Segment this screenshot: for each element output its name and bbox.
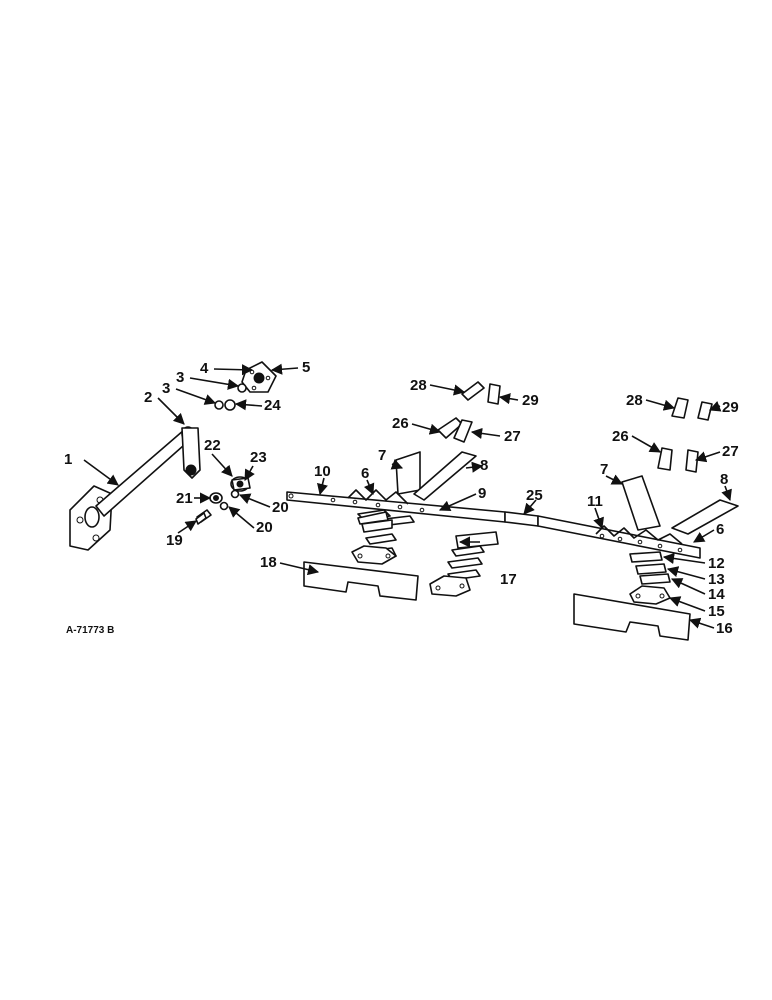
callout-28-left: 28 [410,377,427,394]
flanged-bearing [241,361,277,393]
callout-2: 2 [144,389,152,406]
bracket-29-right [697,401,713,421]
callout-7-left: 7 [378,447,386,464]
bracket-26-right [657,447,673,471]
callout-labels: 1 2 3 3 4 5 24 22 23 20 20 21 19 10 6 7 … [64,359,739,637]
callout-8-left: 8 [480,457,488,474]
leader-lines [83,363,732,629]
callout-10: 10 [314,463,331,480]
washer-20-lower [219,501,229,511]
callout-13: 13 [708,571,725,588]
callout-15: 15 [708,603,725,620]
callout-17: 17 [500,571,517,588]
plate-7-right [621,475,661,531]
bracket-29-left [487,383,501,405]
callout-25: 25 [526,487,543,504]
callout-6-left: 6 [361,465,369,482]
plate-7-left [395,451,421,495]
callout-12: 12 [708,555,725,572]
callout-22: 22 [204,437,221,454]
figure-reference: A-71773 B [66,625,114,636]
callout-20-upper: 20 [272,499,289,516]
clip-stack-right [629,551,671,605]
rock-arm [181,427,201,479]
bushing [209,492,223,504]
callout-4: 4 [200,360,209,377]
callout-28-right: 28 [626,392,643,409]
plate-8-right [671,499,739,535]
callout-29-left: 29 [522,392,539,409]
shield-right [573,593,691,641]
callout-24: 24 [264,397,281,414]
shield-left [303,561,419,601]
washer-20-upper [230,489,240,499]
callout-14: 14 [708,586,725,603]
callout-5: 5 [302,359,310,376]
callout-26-right: 26 [612,428,629,445]
guard-bar [286,489,701,559]
callout-21: 21 [176,490,193,507]
callout-26-left: 26 [392,415,409,432]
callout-29-right: 29 [722,399,739,416]
callout-9: 9 [478,485,486,502]
callout-6-right: 6 [716,521,724,538]
plate-8-left [413,451,477,501]
callout-27-right: 27 [722,443,739,460]
callout-7-right: 7 [600,461,608,478]
callout-1: 1 [64,451,72,468]
bracket-27-right [685,449,699,473]
callout-19: 19 [166,532,183,549]
guard-foot-left [351,545,397,565]
callout-23: 23 [250,449,267,466]
pin [195,509,212,525]
bracket-28-right [671,397,689,419]
callout-16: 16 [716,620,733,637]
callout-3-lower: 3 [162,380,170,397]
washers-upper [214,383,247,411]
bracket-27-left [453,419,473,443]
clip-stack-center [429,531,499,597]
callout-27-left: 27 [504,428,521,445]
callout-20-lower: 20 [256,519,273,536]
callout-8-right: 8 [720,471,728,488]
callout-18: 18 [260,554,277,571]
callout-3-upper: 3 [176,369,184,386]
bracket-28-left [461,381,485,401]
spring-pivot [230,476,251,492]
callout-11: 11 [587,493,603,510]
